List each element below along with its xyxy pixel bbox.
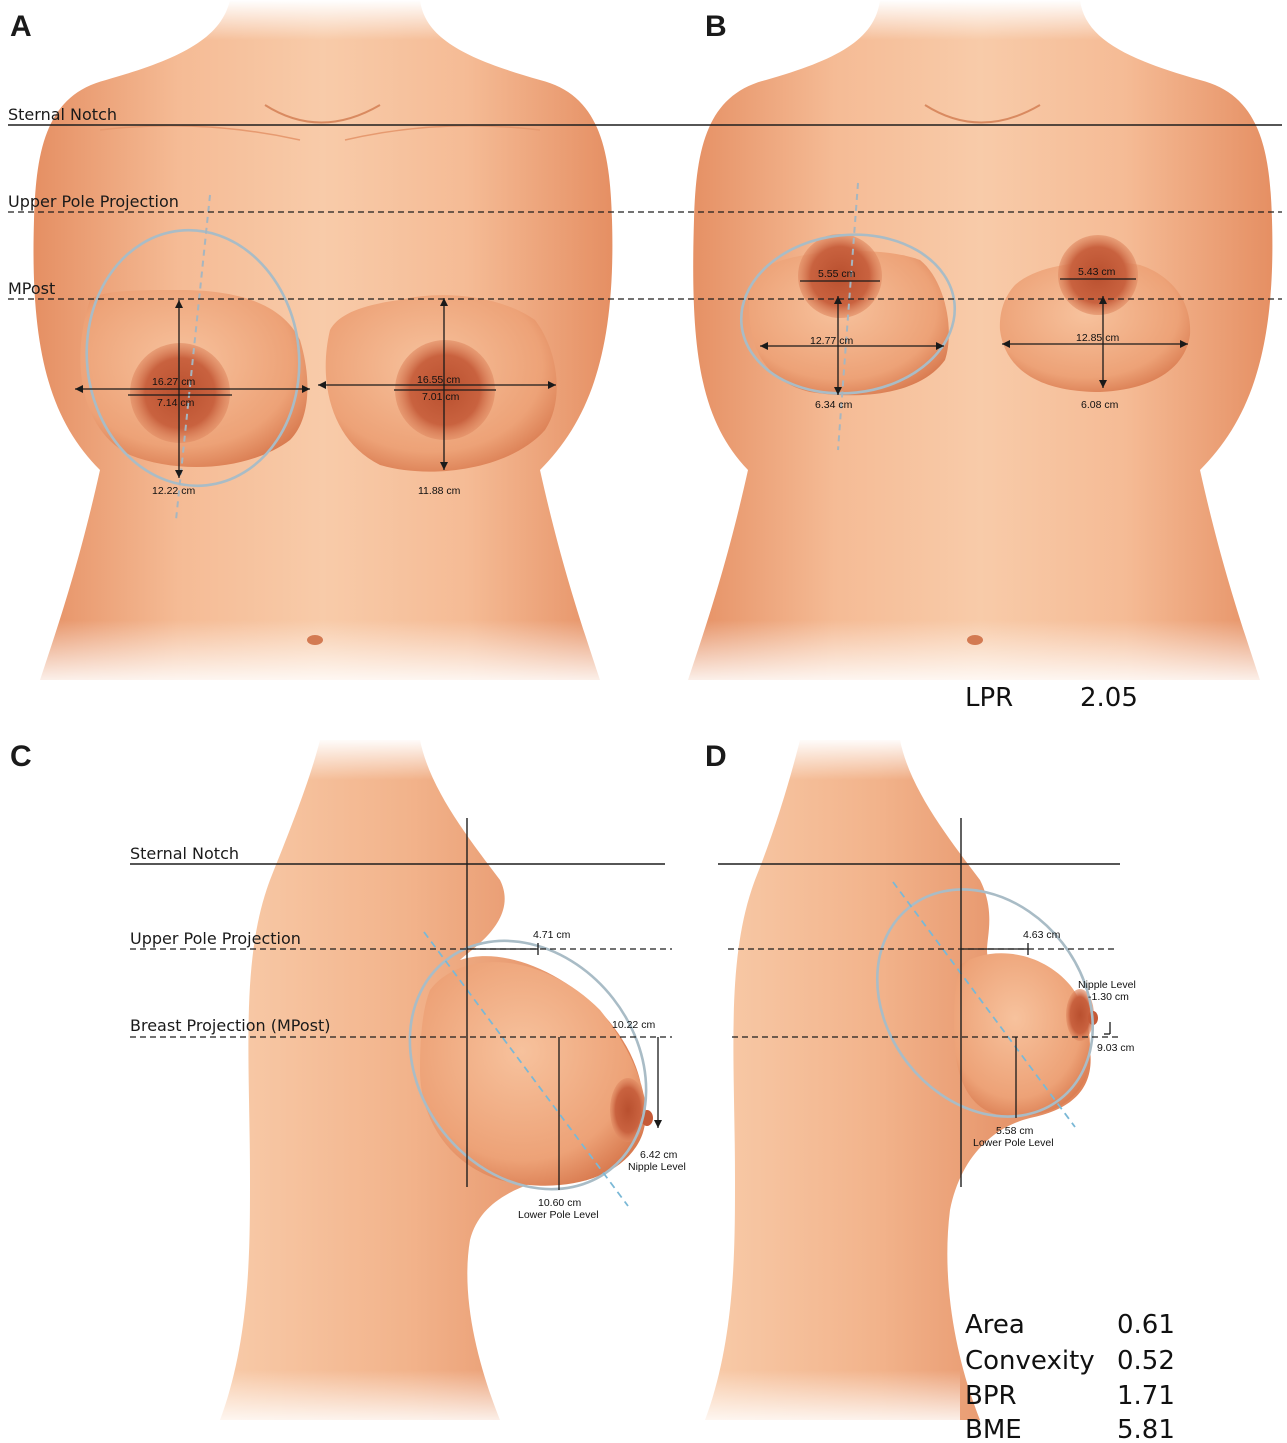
metric-label: Convexity [965,1346,1095,1376]
metric-label: BME [965,1415,1022,1443]
lpr-value: 2.05 [1080,683,1138,713]
mpost-label-top: MPost [8,279,55,298]
meas-d-lower-value: 5.58 cm [996,1125,1034,1137]
meas-d-nipple-value: -1.30 cm [1088,991,1129,1003]
side-areola-c [610,1078,646,1142]
meas-c-nipple-label: Nipple Level [628,1161,686,1173]
meas-a-right-height: 12.22 cm [152,485,195,497]
meas-a-left-width: 16.55 cm [417,374,460,386]
metrics-table: Area 0.61 Convexity 0.52 BPR 1.71 BME 5.… [965,1310,1175,1443]
meas-b-right-width: 12.77 cm [810,335,853,347]
metric-label: Area [965,1310,1025,1340]
meas-a-left-height: 11.88 cm [418,485,461,497]
sternal-notch-label-top: Sternal Notch [8,105,117,124]
meas-a-right-width: 16.27 cm [152,376,195,388]
metric-value: 0.52 [1117,1346,1175,1376]
meas-c-mpost: 10.22 cm [612,1019,655,1031]
meas-b-left-height: 6.08 cm [1081,399,1119,411]
meas-c-nipple-value: 6.42 cm [640,1149,678,1161]
panel-c: C Sternal Notch Upper Pole Projection Br… [10,738,695,1430]
meas-b-right-areola: 5.55 cm [818,268,856,280]
meas-d-mpost: 9.03 cm [1097,1042,1135,1054]
meas-b-left-areola: 5.43 cm [1078,266,1116,278]
metric-value: 1.71 [1117,1381,1175,1411]
upper-pole-label-top: Upper Pole Projection [8,192,179,211]
panel-d: D 4.63 cm Nipple Level -1.30 cm 9.03 cm … [690,738,1175,1443]
right-areola-a [130,343,230,443]
panel-a: A 16.27 cm 7.14 cm 12.22 cm 16.55 cm 7.0… [0,0,640,690]
lpr-label: LPR [965,683,1013,713]
metric-label: BPR [965,1381,1017,1411]
panel-letter-d: D [705,740,727,773]
panel-letter-c: C [10,740,32,773]
metric-value: 0.61 [1117,1310,1175,1340]
metric-value: 5.81 [1117,1415,1175,1443]
panel-b: B 5.55 cm 12.77 cm 6.34 cm 5.43 cm 12.85… [660,0,1287,713]
meas-d-nipple-label: Nipple Level [1078,979,1136,991]
meas-b-right-height: 6.34 cm [815,399,853,411]
meas-d-upper-pole: 4.63 cm [1023,929,1061,941]
mpost-label-c: Breast Projection (MPost) [130,1016,331,1035]
upper-pole-label-c: Upper Pole Projection [130,929,301,948]
sternal-notch-label-c: Sternal Notch [130,844,239,863]
meas-c-lower-label: Lower Pole Level [518,1209,599,1221]
meas-a-left-areola: 7.01 cm [422,391,460,403]
panel-letter-b: B [705,10,727,43]
panel-letter-a: A [10,10,32,43]
meas-d-lower-label: Lower Pole Level [973,1137,1054,1149]
meas-b-left-width: 12.85 cm [1076,332,1119,344]
meas-c-upper-pole: 4.71 cm [533,929,571,941]
meas-c-lower-value: 10.60 cm [538,1197,581,1209]
meas-a-right-areola: 7.14 cm [157,397,195,409]
